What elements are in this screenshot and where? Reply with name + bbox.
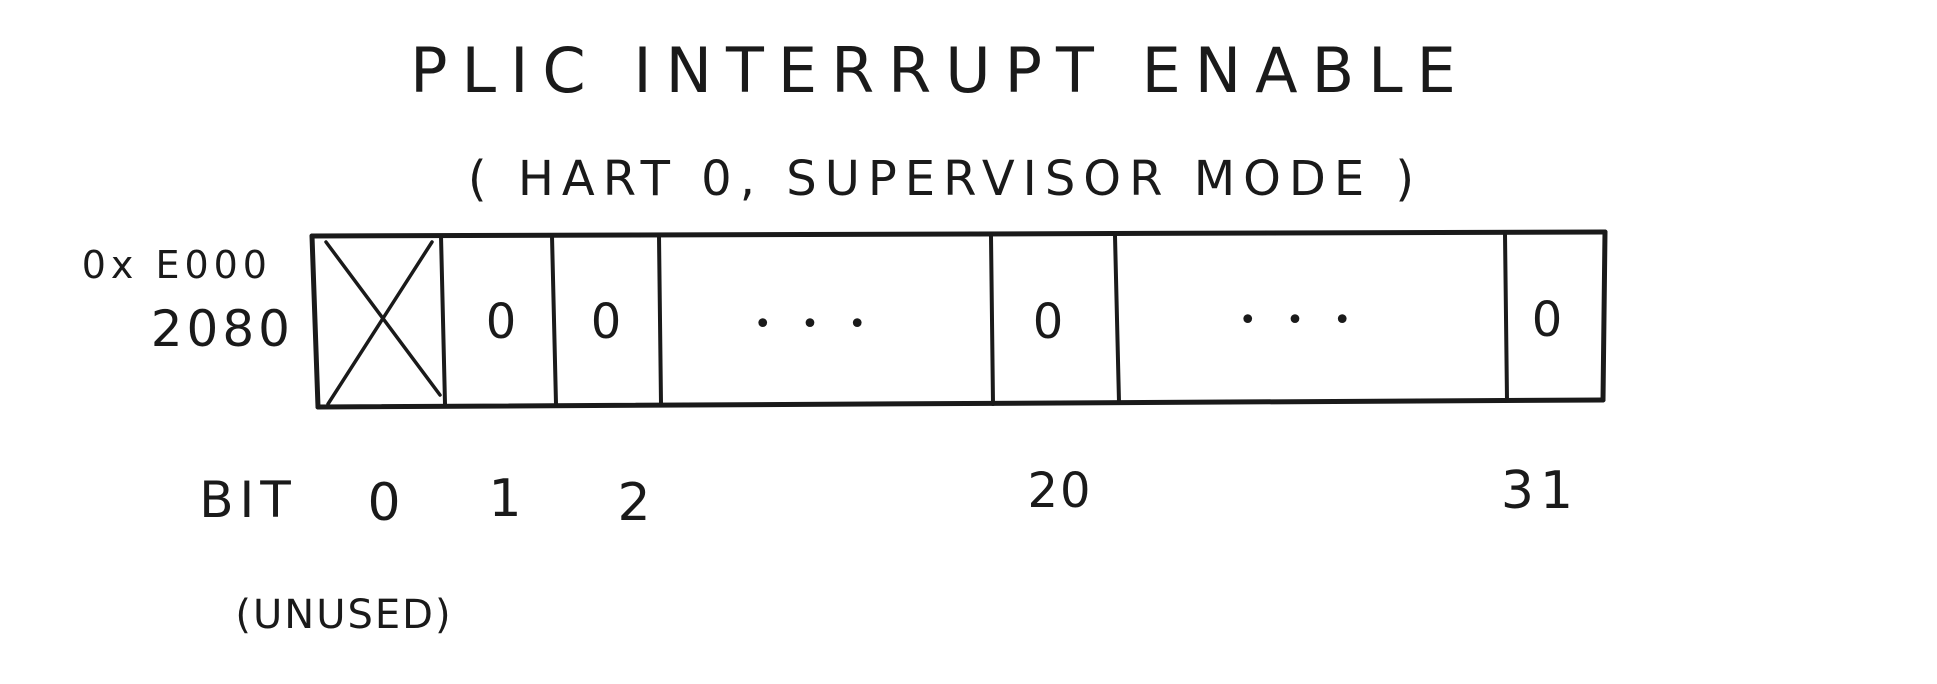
diagram-title: PLIC INTERRUPT ENABLE [410, 34, 1470, 107]
bit-row-label: BIT [199, 471, 297, 529]
divider-0-1 [439, 234, 447, 406]
divider-gap-20 [989, 234, 995, 406]
unused-note: (UNUSED) [235, 592, 452, 638]
bit-number-0: 0 [367, 473, 400, 533]
bit-number-20: 20 [1027, 463, 1092, 519]
bit-number-2: 2 [617, 473, 650, 533]
cell-gap1-dots: • • • [754, 307, 876, 342]
cell-gap2-dots: • • • [1239, 303, 1361, 338]
diagram-subtitle: ( HART 0, SUPERVISOR MODE ) [468, 151, 1422, 207]
divider-gap-31 [1503, 232, 1509, 402]
divider-20-gap [1113, 234, 1121, 404]
address-line-2: 2080 [151, 300, 294, 358]
cell-bit20-value: 0 [1033, 294, 1064, 350]
cell-bit31-value: 0 [1532, 292, 1563, 348]
divider-2-gap [657, 234, 663, 406]
address-line-1: 0x E000 [82, 243, 272, 287]
register-box [309, 229, 1608, 410]
bit-number-31: 31 [1501, 461, 1579, 521]
bit-number-1: 1 [488, 469, 521, 529]
cell-bit1-value: 0 [486, 294, 517, 350]
divider-1-2 [550, 234, 558, 406]
cell-dividers [439, 232, 1509, 406]
cell-bit0-cross [324, 240, 442, 406]
cell-bit2-value: 0 [591, 294, 622, 350]
